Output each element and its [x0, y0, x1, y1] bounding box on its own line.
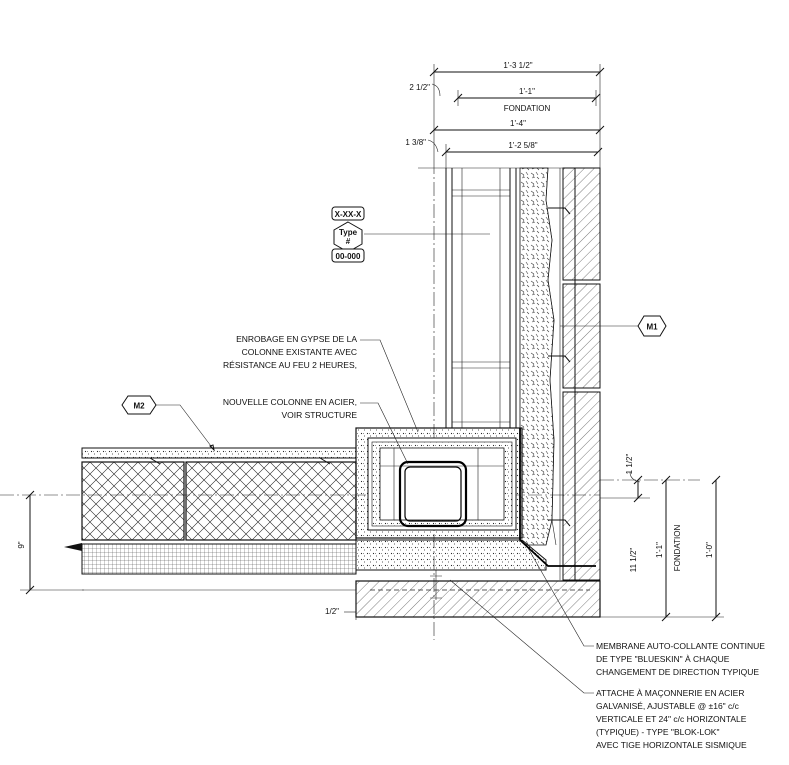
dim-left-vertical: 9": [17, 541, 26, 548]
left-dimension: 9" 1/2": [17, 490, 357, 620]
note-tie-1: ATTACHE À MAÇONNERIE EN ACIER: [596, 688, 744, 698]
note-membrane: MEMBRANE AUTO-COLLANTE CONTINUE DE TYPE …: [527, 547, 765, 677]
note-membrane-2: DE TYPE "BLUESKIN" À CHAQUE: [596, 654, 730, 664]
note-tie-3: VERTICALE ET 24" c/c HORIZONTALE: [596, 714, 747, 724]
dim-top-3: 1'-4": [510, 119, 526, 128]
m1-label: M1: [646, 323, 658, 332]
top-dimensions: 1'-3 1/2" 1'-1" FONDATION 1'-4" 1'-2 5/8…: [405, 61, 605, 168]
note-membrane-1: MEMBRANE AUTO-COLLANTE CONTINUE: [596, 641, 765, 651]
m1-tag: M1: [560, 315, 667, 337]
dim-right-1: 1 1/2": [625, 454, 634, 475]
dim-right-3: 1'-1": [655, 542, 664, 558]
dim-right-label: FONDATION: [673, 525, 682, 572]
existing-column-upper: [418, 167, 600, 428]
dim-bottom-small: 1/2": [325, 607, 339, 616]
note-gypsum-2: COLONNE EXISTANTE AVEC: [242, 347, 357, 357]
masonry-veneer: [559, 167, 601, 581]
note-membrane-3: CHANGEMENT DE DIRECTION TYPIQUE: [596, 667, 759, 677]
note-tie-2: GALVANISÉ, AJUSTABLE @ ±16" c/c: [596, 701, 740, 711]
m2-label: M2: [133, 402, 145, 411]
dim-top-1: 1'-3 1/2": [503, 61, 532, 70]
dim-top-2: 1'-1": [519, 87, 535, 96]
left-wall-assembly: [64, 447, 357, 591]
note-steel-2: VOIR STRUCTURE: [281, 410, 357, 420]
dim-top-4: 1'-2 5/8": [508, 141, 537, 150]
note-tie: ATTACHE À MAÇONNERIE EN ACIER GALVANISÉ,…: [449, 579, 747, 750]
dim-left-small-1: 2 1/2": [409, 83, 430, 92]
wall-type-middle-1: Type: [339, 228, 358, 237]
anchor-rod: [430, 570, 442, 600]
steel-column: [398, 460, 468, 528]
dim-top-label: FONDATION: [504, 104, 551, 113]
note-steel-column: NOUVELLE COLONNE EN ACIER, VOIR STRUCTUR…: [223, 397, 409, 465]
wall-type-top: X-XX-X: [335, 210, 362, 219]
note-gypsum-1: ENROBAGE EN GYPSE DE LA: [236, 334, 357, 344]
membrane-line: [519, 428, 596, 567]
wall-type-middle-2: #: [346, 237, 351, 246]
dim-right-4: 1'-0": [705, 542, 714, 558]
note-tie-4: (TYPIQUE) - TYPE "BLOK-LOK": [596, 727, 720, 737]
m2-tag: M2: [121, 395, 215, 452]
masonry-ties: [548, 207, 576, 532]
right-dimensions: 1 1/2" 11 1/2" 1'-1" FONDATION 1'-0": [600, 454, 724, 622]
gypsum-encasement: [355, 427, 523, 539]
dim-right-2: 11 1/2": [629, 548, 638, 573]
wall-type-tag: X-XX-X Type # 00-000: [331, 206, 490, 263]
note-gypsum-3: RÉSISTANCE AU FEU 2 HEURES,: [223, 360, 357, 370]
concrete-foundation: [355, 580, 601, 618]
concrete-slab: [355, 539, 547, 571]
dim-left-small-2: 1 3/8": [405, 138, 426, 147]
wall-type-bottom: 00-000: [336, 252, 361, 261]
note-gypsum: ENROBAGE EN GYPSE DE LA COLONNE EXISTANT…: [223, 334, 419, 433]
note-tie-5: AVEC TIGE HORIZONTALE SISMIQUE: [596, 740, 747, 750]
note-steel-1: NOUVELLE COLONNE EN ACIER,: [223, 397, 357, 407]
